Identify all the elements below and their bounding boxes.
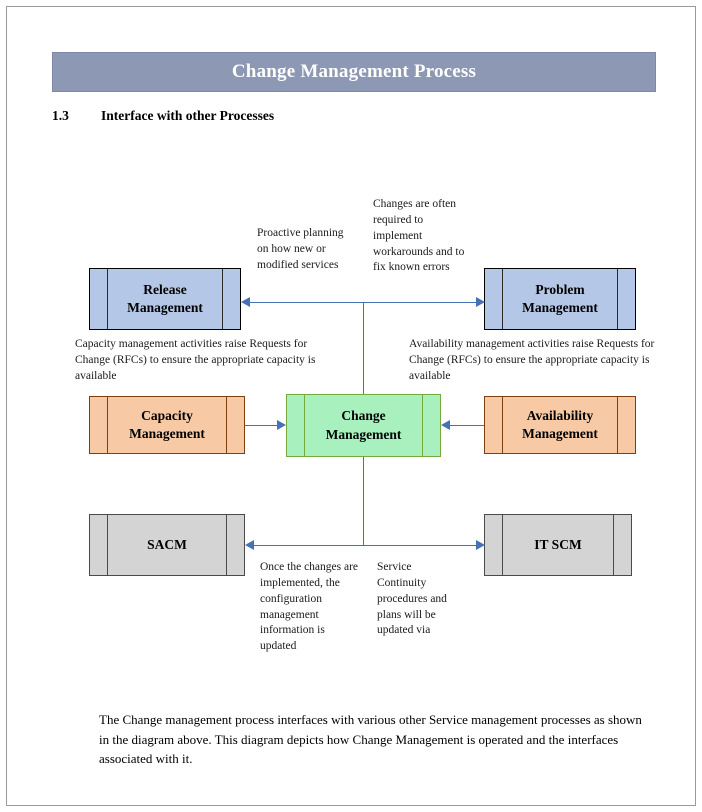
node-change-management[interactable]: Change Management xyxy=(286,394,441,457)
box-rail-right xyxy=(226,515,227,575)
node-label: Availability Management xyxy=(522,407,598,441)
box-rail-right xyxy=(422,395,423,456)
annotation-sacm-note: Once the changes are implemented, the co… xyxy=(260,561,359,653)
connector-stem-top xyxy=(363,302,364,394)
node-release-management[interactable]: Release Management xyxy=(89,268,241,330)
box-rail-left xyxy=(107,515,108,575)
section-number: 1.3 xyxy=(52,108,69,123)
node-it-scm[interactable]: IT SCM xyxy=(484,514,632,576)
section-heading: 1.3 Interface with other Processes xyxy=(52,108,274,124)
document-title-banner: Change Management Process xyxy=(52,52,656,92)
closing-paragraph: The Change management process interfaces… xyxy=(99,712,642,766)
node-label: IT SCM xyxy=(534,536,582,552)
process-interface-diagram: Proactive planning on how new or modifie… xyxy=(75,198,655,653)
node-availability-management[interactable]: Availability Management xyxy=(484,396,636,454)
arrowhead-to-release xyxy=(241,297,250,307)
node-label: Problem Management xyxy=(522,281,598,315)
node-label: Release Management xyxy=(127,281,203,315)
annotation-availability-note: Availability management activities raise… xyxy=(409,338,655,382)
arrowhead-to-problem xyxy=(476,297,485,307)
box-rail-right xyxy=(226,397,227,453)
page-title: Change Management Process xyxy=(231,61,477,82)
node-capacity-management[interactable]: Capacity Management xyxy=(89,396,245,454)
box-rail-left xyxy=(304,395,305,456)
node-label: Change Management xyxy=(325,408,402,442)
section-title: Interface with other Processes xyxy=(101,108,275,123)
connector-stem-bottom xyxy=(363,457,364,545)
annotation-itscm-note: Service Continuity procedures and plans … xyxy=(377,561,447,637)
node-label: SACM xyxy=(147,536,187,552)
node-label: Capacity Management xyxy=(129,407,205,441)
box-rail-left xyxy=(502,397,503,453)
node-problem-management[interactable]: Problem Management xyxy=(484,268,636,330)
box-rail-right xyxy=(617,269,618,329)
box-rail-right xyxy=(222,269,223,329)
box-rail-left xyxy=(502,269,503,329)
box-rail-left xyxy=(107,397,108,453)
connector-capacity-change xyxy=(245,425,277,426)
box-rail-right xyxy=(617,397,618,453)
arrowhead-to-change-right xyxy=(441,420,450,430)
arrowhead-to-sacm xyxy=(245,540,254,550)
connector-sacm-itscm xyxy=(254,545,476,546)
node-sacm[interactable]: SACM xyxy=(89,514,245,576)
arrowhead-to-change-left xyxy=(277,420,286,430)
annotation-changes-required: Changes are often required to implement … xyxy=(373,198,465,274)
box-rail-right xyxy=(613,515,614,575)
connector-availability-change xyxy=(450,425,484,426)
box-rail-left xyxy=(502,515,503,575)
annotation-capacity-note: Capacity management activities raise Req… xyxy=(75,338,316,382)
annotation-proactive-planning: Proactive planning on how new or modifie… xyxy=(257,227,344,271)
box-rail-left xyxy=(107,269,108,329)
arrowhead-to-itscm xyxy=(476,540,485,550)
